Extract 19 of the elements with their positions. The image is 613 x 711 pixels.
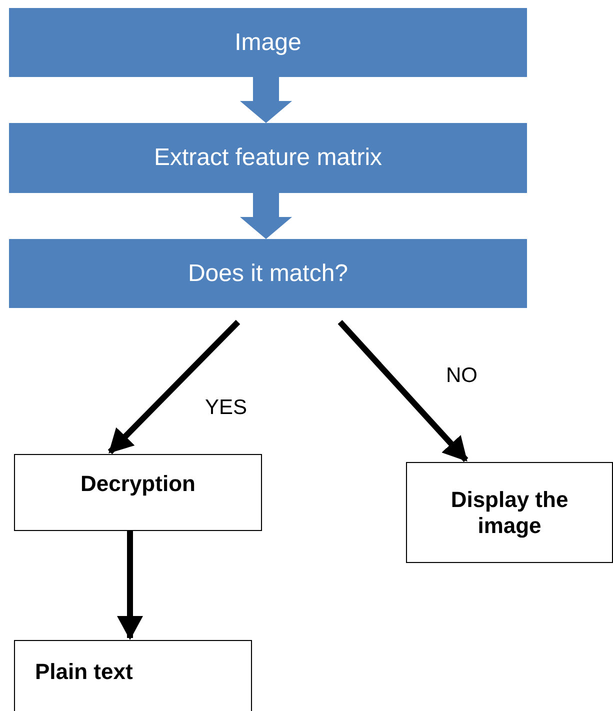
process-box bbox=[9, 8, 527, 77]
block-arrow bbox=[240, 77, 292, 123]
result-box bbox=[14, 454, 262, 531]
node-text: Display the image bbox=[450, 486, 570, 538]
node-text: Does it match? bbox=[188, 260, 348, 288]
node-text: Decryption bbox=[80, 471, 196, 497]
node-text: Extract feature matrix bbox=[154, 144, 382, 172]
edge-label: NO bbox=[446, 364, 478, 388]
node-text: Plain text bbox=[35, 659, 133, 685]
result-box bbox=[406, 462, 613, 563]
arrow bbox=[338, 320, 468, 462]
arrow bbox=[117, 531, 143, 640]
node-text: Image bbox=[234, 28, 302, 56]
edge-label: YES bbox=[205, 396, 248, 420]
arrow bbox=[108, 320, 240, 454]
process-box bbox=[9, 123, 527, 193]
result-box bbox=[14, 640, 252, 711]
block-arrow bbox=[240, 193, 292, 239]
process-box bbox=[9, 239, 527, 308]
